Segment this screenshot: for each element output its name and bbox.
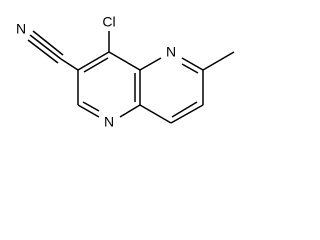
nitrile-triple-bond-b	[27, 39, 59, 64]
nitrile-n-label: N	[16, 21, 26, 37]
c4-c4a-bond	[108, 51, 141, 71]
nitrile-triple-bond-c	[32, 30, 64, 56]
c7-c8-bond	[170, 104, 204, 124]
nitrile-triple-bond-a	[29, 34, 62, 60]
c3-c4-bond	[77, 51, 110, 71]
c7-c8-bond-inner	[171, 101, 198, 118]
chloro-label: Cl	[102, 14, 115, 30]
c3-c4-bond-inner	[83, 57, 109, 73]
structure-diagram: Cl N N N	[16, 14, 235, 130]
n5-c6-bond-inner	[181, 63, 199, 74]
bonds	[27, 30, 235, 124]
ring-n-lower-label: N	[104, 114, 114, 130]
c4a-n5-bond	[139, 57, 162, 71]
ring-n-upper-label: N	[166, 44, 176, 60]
nitrile-attach-bond	[60, 58, 79, 71]
n1-c2-bond-inner	[82, 101, 100, 112]
c6-methyl-bond	[202, 51, 235, 71]
c8a-n1-bond	[119, 104, 141, 118]
n5-c6-bond	[181, 57, 204, 71]
c8-c8a-bond	[139, 104, 172, 124]
atom-labels: Cl N N N	[16, 14, 176, 130]
n1-c2-bond	[77, 104, 100, 118]
